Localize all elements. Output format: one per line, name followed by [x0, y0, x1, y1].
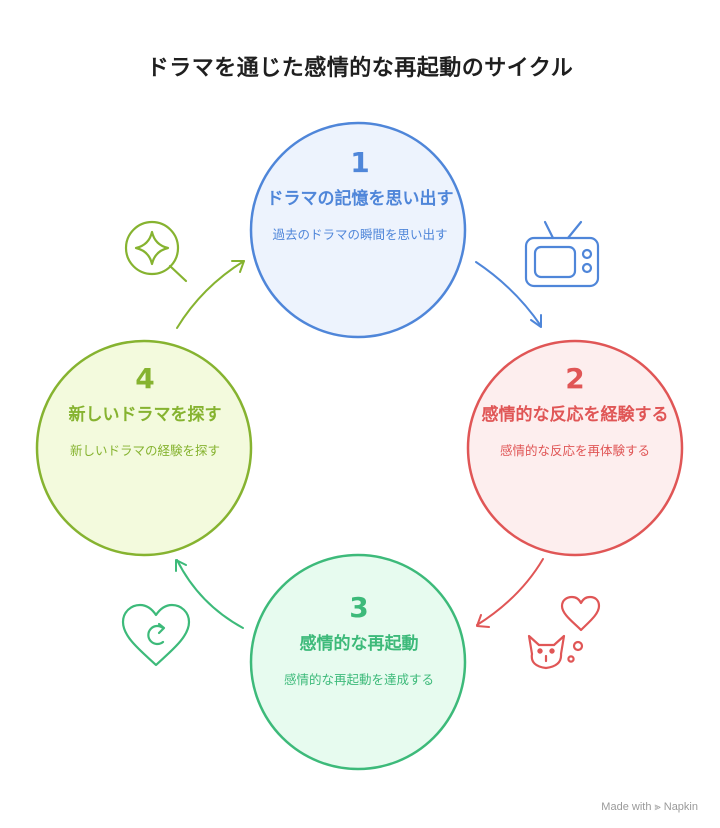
step-3-number: 3 — [349, 591, 369, 624]
step-2-description: 感情的な反応を再体験する — [499, 443, 650, 458]
step-4-circle — [35, 339, 253, 557]
step-4-number: 4 — [135, 362, 155, 395]
arrow-2-to-3 — [476, 558, 544, 628]
step-3-circle — [249, 553, 467, 771]
tv-icon — [524, 220, 600, 288]
step-1: 1 ドラマの記憶を思い出す 過去のドラマの瞬間を思い出す — [265, 146, 455, 244]
diagram-title: ドラマを通じた感情的な再起動のサイクル — [146, 56, 574, 81]
step-2: 2 感情的な反応を経験する 感情的な反応を再体験する — [480, 362, 670, 460]
step-2-circle — [466, 339, 684, 557]
step-4: 4 新しいドラマを探す 新しいドラマの経験を探す — [50, 362, 240, 460]
arrow-4-to-1 — [176, 260, 245, 329]
step-3-description: 感情的な再起動を達成する — [283, 672, 434, 687]
arrow-3-to-4 — [175, 559, 244, 629]
step-2-heading: 感情的な反応を経験する — [481, 405, 669, 425]
heart-refresh-icon — [121, 603, 191, 667]
step-1-description: 過去のドラマの瞬間を思い出す — [272, 227, 448, 242]
napkin-credit: Made with ⫸ Napkin — [601, 801, 698, 813]
step-1-number: 1 — [350, 146, 370, 179]
step-3-heading: 感情的な再起動 — [299, 634, 419, 654]
cat-heart-icon — [527, 595, 601, 670]
step-4-description: 新しいドラマの経験を探す — [69, 443, 220, 458]
step-3: 3 感情的な再起動 感情的な再起動を達成する — [264, 591, 454, 689]
step-4-heading: 新しいドラマを探す — [68, 405, 222, 425]
arrow-1-to-2 — [475, 261, 542, 328]
step-2-number: 2 — [565, 362, 585, 395]
step-1-circle — [249, 121, 467, 339]
step-1-heading: ドラマの記憶を思い出す — [266, 189, 454, 209]
sparkle-search-icon — [124, 220, 188, 283]
